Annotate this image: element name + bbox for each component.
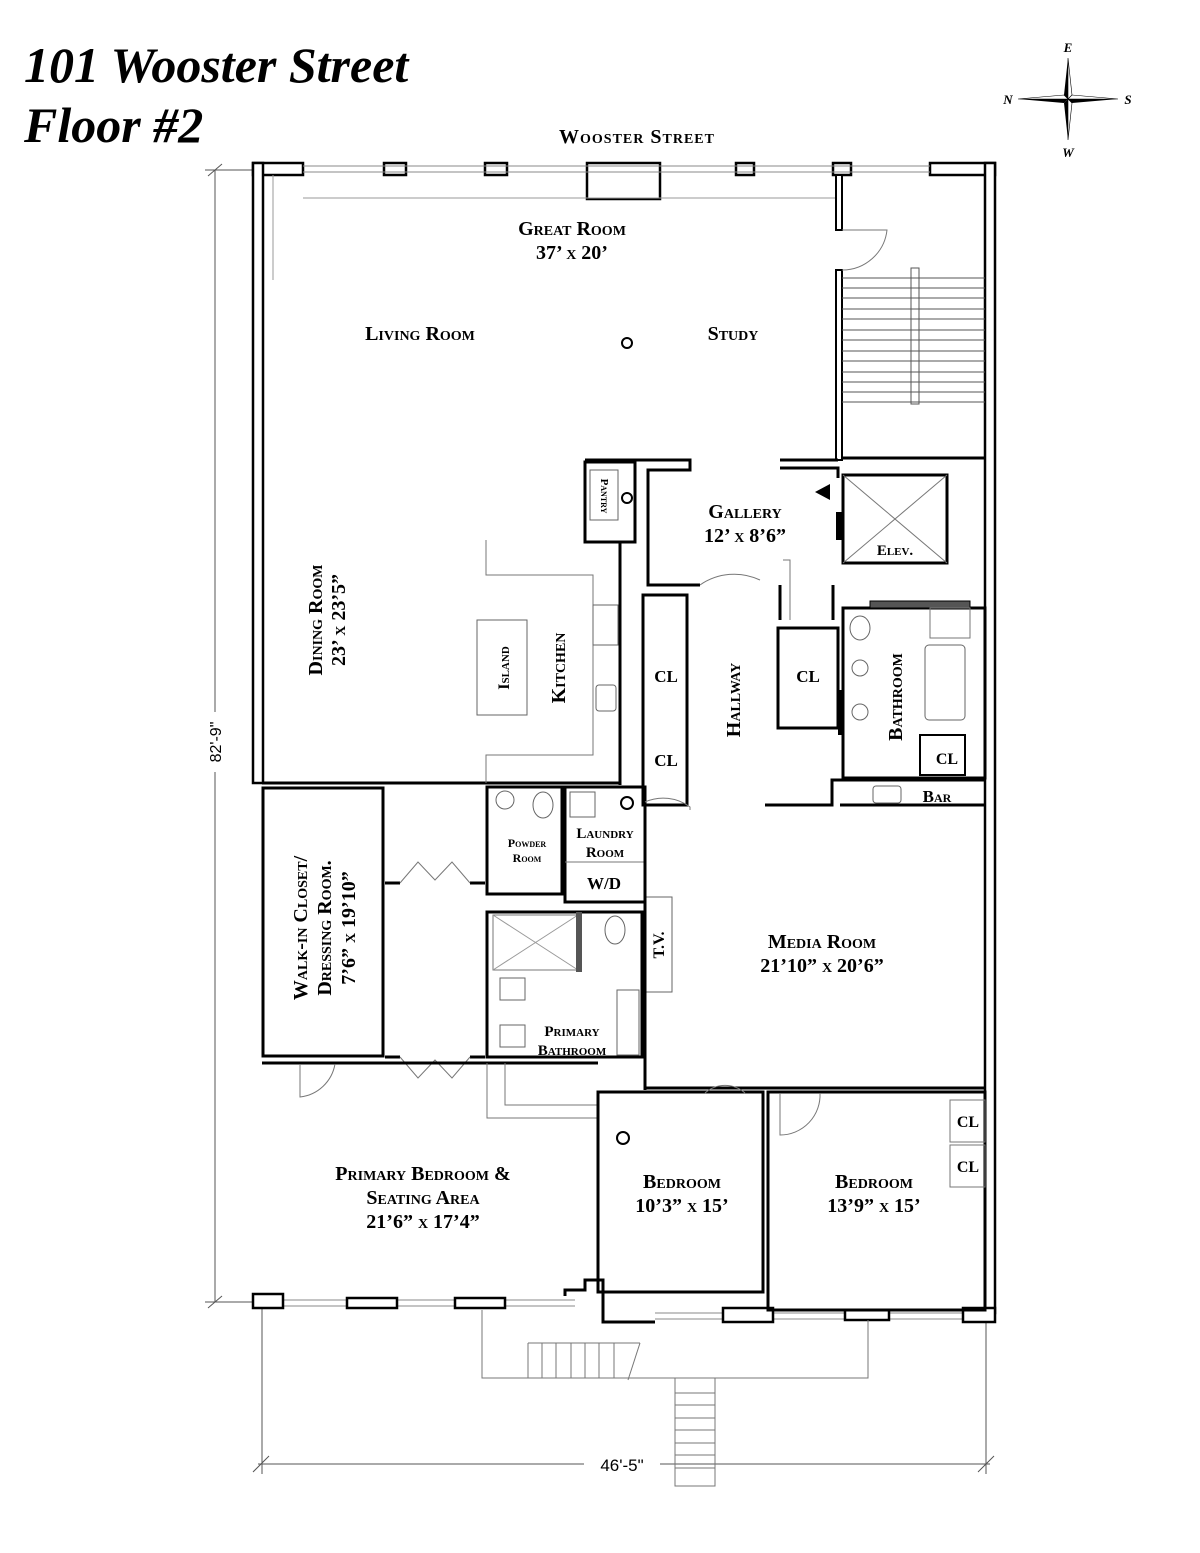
primary-bedroom-label-2: Seating Area xyxy=(366,1187,480,1209)
powder-toilet-icon xyxy=(532,791,554,819)
compass-rose-icon: E N S W xyxy=(1002,40,1131,160)
dining-room-label: Dining Room xyxy=(305,565,327,676)
hallway-label: Hallway xyxy=(723,663,745,737)
vanity-icon xyxy=(616,989,640,1056)
kitchen-label: Kitchen xyxy=(548,633,570,704)
bath-closet-label: CL xyxy=(936,751,958,768)
exterior-walls xyxy=(251,161,997,1324)
bedroom-2-closet-label-2: CL xyxy=(957,1159,979,1176)
width-dimension-label: 46'-5" xyxy=(600,1456,643,1475)
closet-label-3: CL xyxy=(796,667,820,686)
dining-room-size: 23’ x 23’5” xyxy=(328,574,350,666)
elevator-label: Elev. xyxy=(877,543,914,559)
bedroom-2-label: Bedroom xyxy=(835,1171,913,1193)
media-room-label: Media Room xyxy=(768,931,876,953)
pantry-label: Pantry xyxy=(598,479,610,514)
powder-sink-icon xyxy=(495,790,515,810)
laundry-sink-icon xyxy=(569,791,596,818)
sink-icon xyxy=(851,703,869,721)
closet-label-2: CL xyxy=(654,751,678,770)
primary-bedroom-size: 21’6” x 17’4” xyxy=(366,1211,479,1233)
walk-in-closet-label-2: Dressing Room. xyxy=(314,860,336,995)
depth-dimension-line: 82'-9" xyxy=(205,163,262,1309)
great-room-label: Great Room xyxy=(518,218,626,240)
gallery-label: Gallery xyxy=(708,501,781,523)
interior-walls xyxy=(261,458,987,1312)
laundry-room-label-2: Room xyxy=(586,845,625,861)
bedroom-2-closet-label-1: CL xyxy=(957,1114,979,1131)
depth-dimension-label: 82'-9" xyxy=(208,722,225,763)
primary-bedroom-label-1: Primary Bedroom & xyxy=(335,1163,510,1185)
street-label: Wooster Street xyxy=(559,126,715,148)
stairwell xyxy=(835,174,985,461)
bedroom-1-size: 10’3” x 15’ xyxy=(635,1195,728,1217)
floor-number-title: Floor #2 xyxy=(24,97,204,153)
washer-dryer-label: W/D xyxy=(587,874,621,893)
primary-bathroom-label-1: Primary xyxy=(544,1024,599,1040)
powder-room-label-2: Room xyxy=(513,851,542,865)
front-stoop xyxy=(481,1310,869,1487)
island-label: Island xyxy=(496,646,513,690)
primary-sink-icon xyxy=(499,1024,526,1048)
study-label: Study xyxy=(708,323,759,345)
primary-toilet-icon xyxy=(604,915,626,945)
width-dimension-line: 46'-5" xyxy=(252,1308,995,1476)
compass-west-label: W xyxy=(1062,145,1075,160)
closet-label-1: CL xyxy=(654,667,678,686)
tv-label: T.V. xyxy=(651,932,668,959)
kitchen-sink-icon xyxy=(595,684,617,712)
powder-room-label-1: Powder xyxy=(508,836,547,850)
kitchen-island xyxy=(476,619,528,716)
living-room-label: Living Room xyxy=(365,323,475,345)
floorplan-title: 101 Wooster Street xyxy=(24,37,409,93)
sink-icon xyxy=(851,659,869,677)
primary-sink-icon xyxy=(499,977,526,1001)
laundry-room-label-1: Laundry xyxy=(576,826,633,842)
walk-in-closet-label-1: Walk-in Closet/ xyxy=(290,855,312,1000)
primary-bathroom-label-2: Bathroom xyxy=(538,1043,607,1059)
compass-east-label: E xyxy=(1063,40,1073,55)
walk-in-closet-size: 7’6” x 19’10” xyxy=(338,871,360,984)
compass-south-label: S xyxy=(1124,92,1131,107)
gallery-size: 12’ x 8’6” xyxy=(704,525,786,547)
column-icon xyxy=(621,337,633,349)
elevator-arrow-icon xyxy=(815,484,830,500)
media-room-size: 21’10” x 20’6” xyxy=(760,955,883,977)
bedroom-2-size: 13’9” x 15’ xyxy=(827,1195,920,1217)
bathtub-icon xyxy=(924,644,966,721)
bar-sink-icon xyxy=(872,785,902,804)
great-room-size: 37’ x 20’ xyxy=(536,242,608,264)
bedroom-1-label: Bedroom xyxy=(643,1171,721,1193)
compass-north-label: N xyxy=(1002,92,1013,107)
bathroom-label: Bathroom xyxy=(885,653,907,741)
stove-icon xyxy=(592,604,619,646)
bar-label: Bar xyxy=(923,787,952,806)
toilet-icon xyxy=(849,615,871,641)
